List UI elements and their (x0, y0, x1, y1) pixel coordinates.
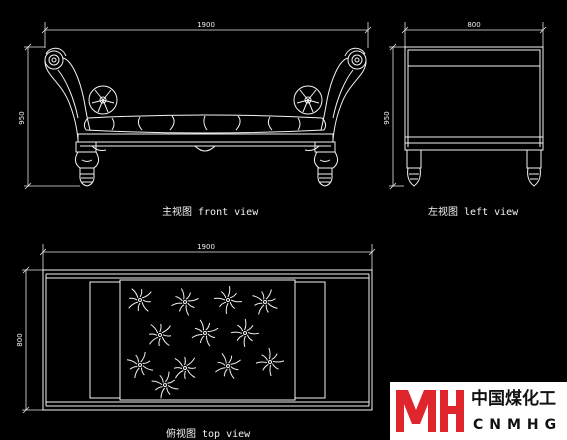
top-width-label: 1900 (197, 243, 215, 251)
side-body (404, 46, 544, 151)
top-width-dimension: 1900 (39, 243, 376, 270)
left-view: 800 950 左视图 left view (383, 21, 547, 218)
base-frame (77, 133, 334, 152)
tuft-star (148, 323, 172, 347)
tuft-star (126, 351, 154, 379)
tuft-star (230, 318, 260, 348)
front-left-leg (74, 141, 100, 187)
front-width-dimension: 1900 (41, 21, 372, 48)
front-width-label: 1900 (197, 21, 215, 29)
tuft-star (151, 371, 179, 399)
seat-cushion (83, 114, 327, 134)
left-height-label: 950 (383, 111, 391, 124)
left-bolster (88, 85, 118, 115)
top-view: 1900 800 俯视图 top view (16, 243, 376, 440)
tuft-star (173, 356, 197, 380)
top-depth-label: 800 (16, 333, 24, 346)
left-scroll-arm (44, 47, 91, 141)
watermark-english: CNMHG (473, 417, 562, 433)
front-height-label: 950 (18, 111, 26, 124)
watermark-chinese: 中国煤化工 (471, 388, 556, 409)
top-outline (42, 269, 373, 411)
watermark: 中国煤化工 CNMHG (390, 382, 567, 440)
mh-logo (396, 390, 464, 432)
side-right-leg (526, 149, 542, 187)
side-left-leg (406, 149, 422, 187)
tuft-star (252, 289, 278, 315)
front-height-dimension: 950 (18, 43, 80, 190)
right-bolster (293, 85, 323, 115)
tuft-star (214, 286, 242, 314)
front-view-caption: 主视图 front view (162, 205, 259, 218)
top-depth-dimension: 800 (16, 266, 43, 414)
tuft-star (128, 288, 152, 312)
front-view: 1900 950 (18, 21, 372, 218)
tuft-star (191, 319, 219, 347)
button-tufts (126, 286, 285, 399)
left-width-dimension: 800 (401, 21, 547, 48)
tuft-star (171, 288, 199, 316)
tuft-star (255, 347, 285, 377)
left-height-dimension: 950 (383, 43, 405, 190)
left-width-label: 800 (467, 21, 480, 29)
front-right-leg (313, 141, 339, 187)
right-scroll-arm (320, 47, 367, 141)
left-view-caption: 左视图 left view (428, 205, 519, 218)
tuft-star (215, 353, 241, 379)
top-view-caption: 俯视图 top view (166, 427, 251, 440)
